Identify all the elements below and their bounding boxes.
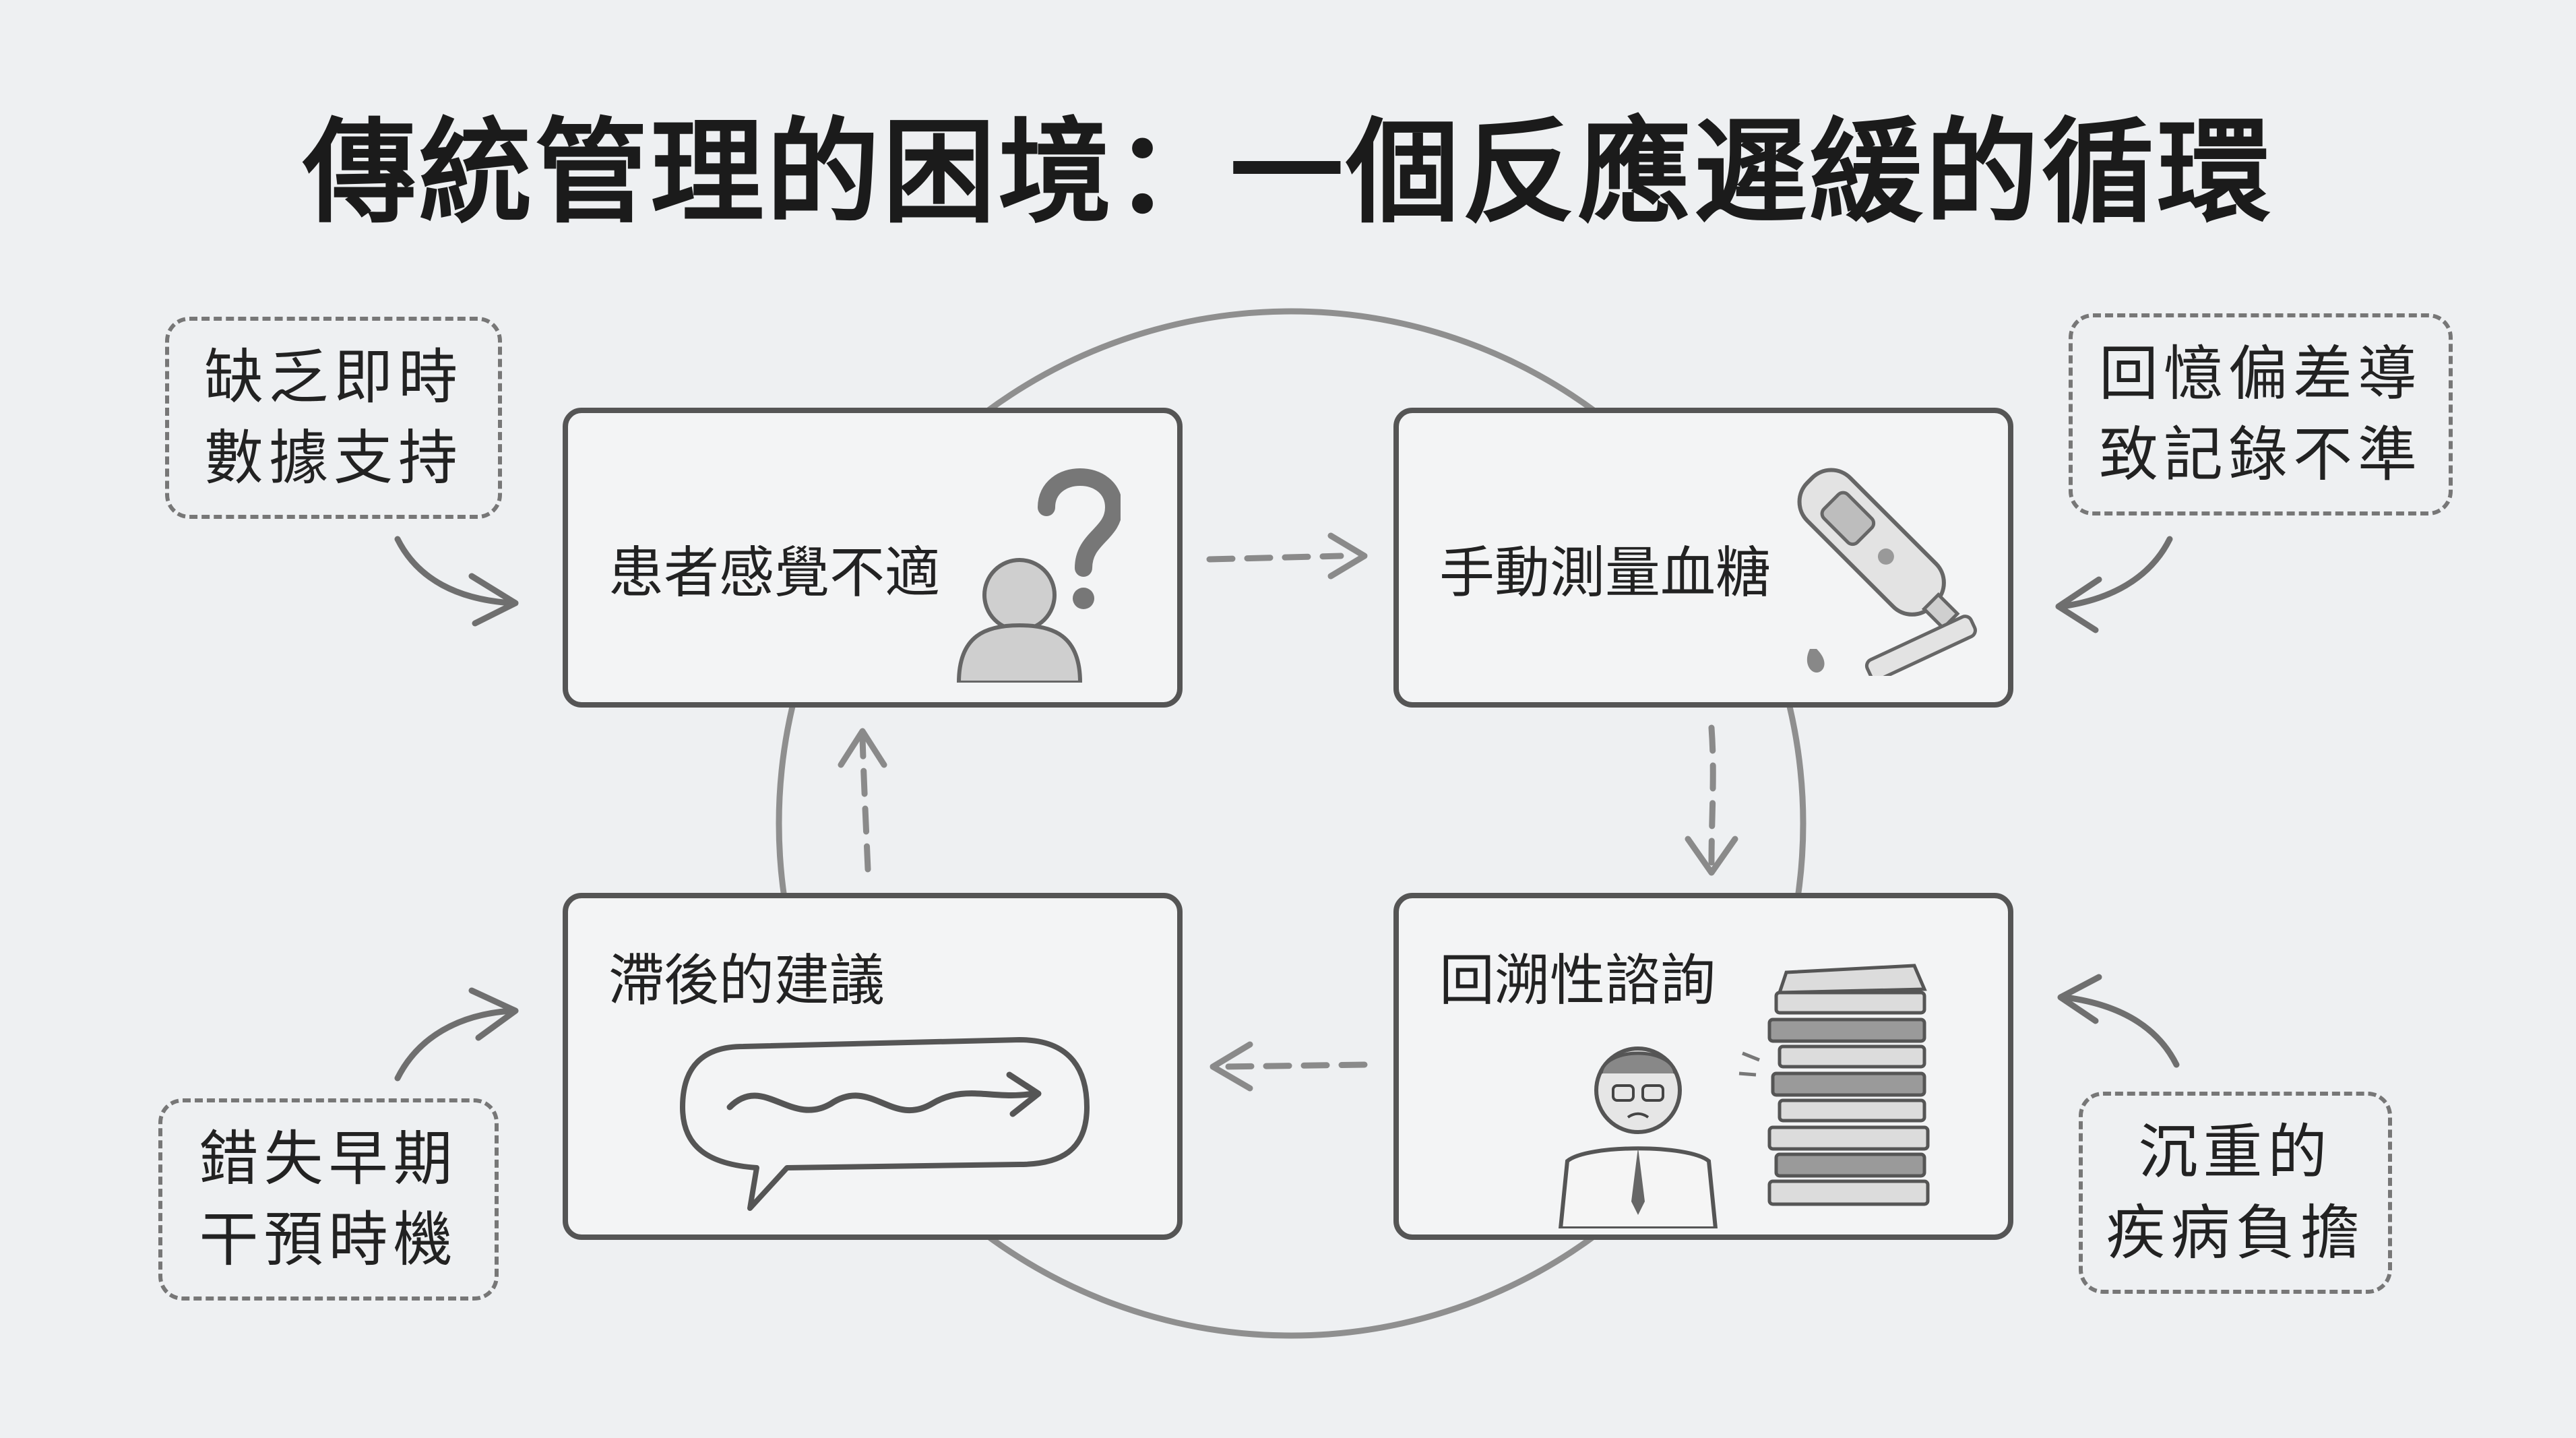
step-box-delayed-advice: 滯後的建議 [563,893,1183,1240]
note-arrow-top-left [394,536,515,606]
note-arrow-bottom-left [394,1007,515,1082]
note-bottom-right: 沉重的 疾病負擔 [2079,1092,2392,1294]
note-top-left: 缺乏即時 數據支持 [165,317,502,519]
step-label: 手動測量血糖 [1439,541,1771,605]
note-line: 缺乏即時 [203,342,463,412]
arrowhead-2 [1685,836,1738,876]
doctor-paperwork-icon [1558,964,1930,1228]
note-line: 沉重的 [2138,1117,2333,1187]
glucose-meter-icon [1797,468,1977,676]
arrowhead-1 [1327,532,1368,580]
step-box-retrospective-consult: 回溯性諮詢 [1393,893,2013,1240]
step-box-manual-glucose: 手動測量血糖 [1393,408,2013,708]
flow-arrow-1-to-2 [1206,553,1344,563]
step-label: 滯後的建議 [608,949,885,1013]
flow-arrow-4-to-1 [859,734,871,873]
cycle-ring [776,308,1807,1339]
arrowhead-4 [838,728,887,768]
flow-arrow-2-to-3 [1708,724,1716,866]
step-label: 回溯性諮詢 [1439,949,1716,1013]
note-line: 疾病負擔 [2106,1198,2365,1268]
note-line: 回憶偏差導 [2098,339,2422,408]
arrowhead-3 [1210,1041,1253,1092]
note-arrow-bottom-right [2062,994,2180,1068]
note-arrow-top-right [2059,536,2173,610]
note-line: 致記錄不準 [2098,420,2422,489]
step-box-patient-unwell: 患者感覺不適 [563,408,1183,708]
note-line: 數據支持 [203,423,463,493]
note-line: 干預時機 [199,1205,458,1274]
flow-arrow-3-to-4 [1220,1061,1368,1070]
step-label: 患者感覺不適 [608,541,941,605]
note-top-right: 回憶偏差導 致記錄不準 [2069,313,2453,515]
person-question-icon [956,468,1121,683]
speech-bubble-icon [680,1037,1090,1211]
note-line: 錯失早期 [199,1124,458,1193]
note-bottom-left: 錯失早期 干預時機 [158,1098,499,1301]
diagram-title: 傳統管理的困境：一個反應遲緩的循環 [303,106,2273,239]
